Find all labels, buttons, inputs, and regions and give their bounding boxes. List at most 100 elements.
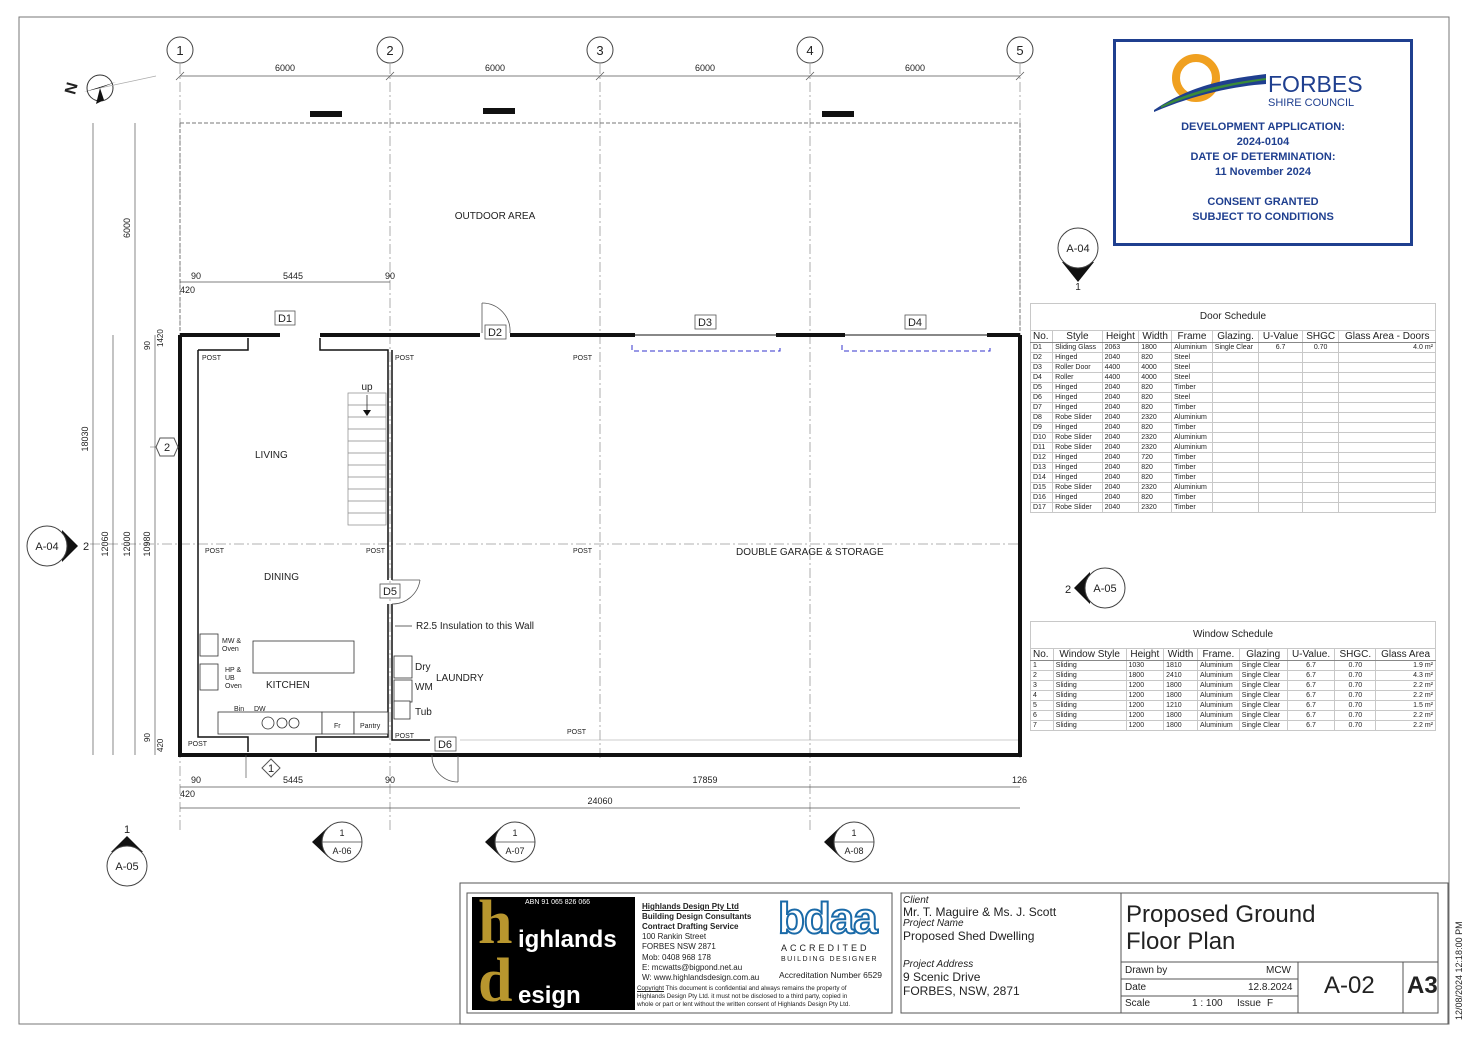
- table-cell: 0.70: [1334, 710, 1377, 721]
- svg-text:A-06: A-06: [332, 846, 351, 856]
- table-cell: D8: [1029, 412, 1054, 423]
- table-cell: D15: [1029, 482, 1054, 493]
- copyright-line-3: whole or part or lent without the writte…: [637, 1001, 851, 1008]
- title-block-frame: [459, 882, 1449, 1025]
- column-header: Style: [1052, 330, 1103, 343]
- table-cell: Aluminium: [1171, 342, 1213, 353]
- table-cell: Timber: [1171, 402, 1213, 413]
- table-cell: Aluminium: [1197, 680, 1240, 691]
- dim-90-bot: 90: [143, 733, 152, 742]
- table-cell: [1258, 472, 1303, 483]
- copyright-word: Copyright: [637, 985, 664, 992]
- table-cell: 0.70: [1334, 700, 1377, 711]
- table-cell: [1338, 392, 1436, 403]
- post-label: POST: [567, 729, 587, 736]
- column-header: Frame: [1171, 330, 1213, 343]
- table-cell: [1338, 442, 1436, 453]
- table-cell: 2.2 m²: [1375, 710, 1436, 721]
- project-address-1: 9 Scenic Drive: [903, 970, 981, 984]
- date-label: Date: [1125, 982, 1147, 993]
- sheet-size: A3: [1407, 972, 1438, 999]
- table-cell: [1211, 432, 1260, 443]
- dim-top-4: 6000: [905, 63, 925, 73]
- svg-text:D1: D1: [278, 313, 292, 325]
- dim-12060: 12060: [100, 531, 110, 556]
- elevation-marker-a04-top: A-04 1: [1057, 227, 1099, 293]
- table-cell: [1211, 452, 1260, 463]
- table-cell: 6.7: [1286, 680, 1336, 691]
- table-cell: 2063: [1101, 342, 1140, 353]
- dim-18030: 18030: [80, 426, 90, 451]
- table-cell: [1338, 452, 1436, 463]
- svg-text:2: 2: [1065, 584, 1071, 596]
- table-cell: Timber: [1171, 452, 1213, 463]
- table-cell: 6: [1030, 710, 1054, 721]
- section-marker-a08: 1 A-08: [824, 821, 875, 863]
- table-cell: 1200: [1125, 680, 1165, 691]
- dim-90-a: 90: [191, 271, 201, 281]
- address-label: Project Address: [903, 959, 974, 970]
- table-cell: Hinged: [1052, 472, 1103, 483]
- table-cell: [1258, 502, 1303, 513]
- table-cell: Robe Slider: [1052, 482, 1103, 493]
- svg-text:4: 4: [806, 43, 813, 58]
- stamp-consent: CONSENT GRANTED: [1207, 196, 1319, 208]
- table-cell: [1301, 502, 1340, 513]
- stamp-da-number: 2024-0104: [1236, 136, 1290, 148]
- table-cell: Aluminium: [1197, 690, 1240, 701]
- dim-90-top: 90: [143, 341, 152, 350]
- project-address-2: FORBES, NSW, 2871: [903, 984, 1020, 998]
- table-cell: Hinged: [1052, 352, 1103, 363]
- logo-letter-d: d: [478, 947, 513, 1015]
- company-line-b: Contract Drafting Service: [642, 922, 739, 931]
- dim-top-1: 6000: [275, 63, 295, 73]
- table-cell: 5: [1030, 700, 1054, 711]
- svg-text:2: 2: [164, 442, 170, 454]
- company-email: E: mcwatts@bigpond.net.au: [642, 963, 743, 972]
- column-header: Width: [1138, 330, 1173, 343]
- table-cell: [1338, 502, 1436, 513]
- post-label: POST: [395, 733, 415, 740]
- svg-text:1: 1: [339, 828, 344, 838]
- grid-bubble-3: 3: [586, 36, 614, 64]
- drawing-date: 12.8.2024: [1248, 982, 1293, 993]
- print-timestamp: 12/08/2024 12:18:00 PM: [1454, 921, 1464, 1020]
- table-cell: Sliding Glass: [1052, 342, 1103, 353]
- table-cell: Single Clear: [1238, 700, 1288, 711]
- label-wm: WM: [415, 682, 433, 693]
- column-header: U-Value.: [1286, 648, 1336, 661]
- table-cell: Steel: [1171, 362, 1213, 373]
- table-cell: Sliding: [1052, 690, 1127, 701]
- table-cell: 1800: [1163, 720, 1198, 731]
- dim-top-2: 6000: [485, 63, 505, 73]
- section-marker-a06: 1 A-06: [312, 821, 363, 863]
- table-cell: 2040: [1101, 502, 1140, 513]
- svg-text:1: 1: [1075, 282, 1081, 293]
- table-cell: 2320: [1138, 432, 1173, 443]
- table-cell: [1338, 492, 1436, 503]
- table-cell: D5: [1029, 382, 1054, 393]
- table-cell: Single Clear: [1238, 680, 1288, 691]
- table-cell: Timber: [1171, 502, 1213, 513]
- issue-label: Issue: [1237, 998, 1261, 1009]
- table-cell: Single Clear: [1238, 670, 1288, 681]
- table-cell: 4.3 m²: [1375, 670, 1436, 681]
- table-cell: D13: [1029, 462, 1054, 473]
- table-cell: [1301, 382, 1340, 393]
- table-cell: 2040: [1101, 412, 1140, 423]
- table-cell: 2410: [1163, 670, 1198, 681]
- grid-bubble-4: 4: [796, 36, 824, 64]
- table-cell: Hinged: [1052, 402, 1103, 413]
- table-cell: Robe Slider: [1052, 442, 1103, 453]
- label-dw: DW: [254, 706, 266, 713]
- table-cell: 820: [1138, 352, 1173, 363]
- table-cell: [1301, 412, 1340, 423]
- door-tag-d2: D2: [484, 324, 507, 340]
- column-header: SHGC.: [1334, 648, 1377, 661]
